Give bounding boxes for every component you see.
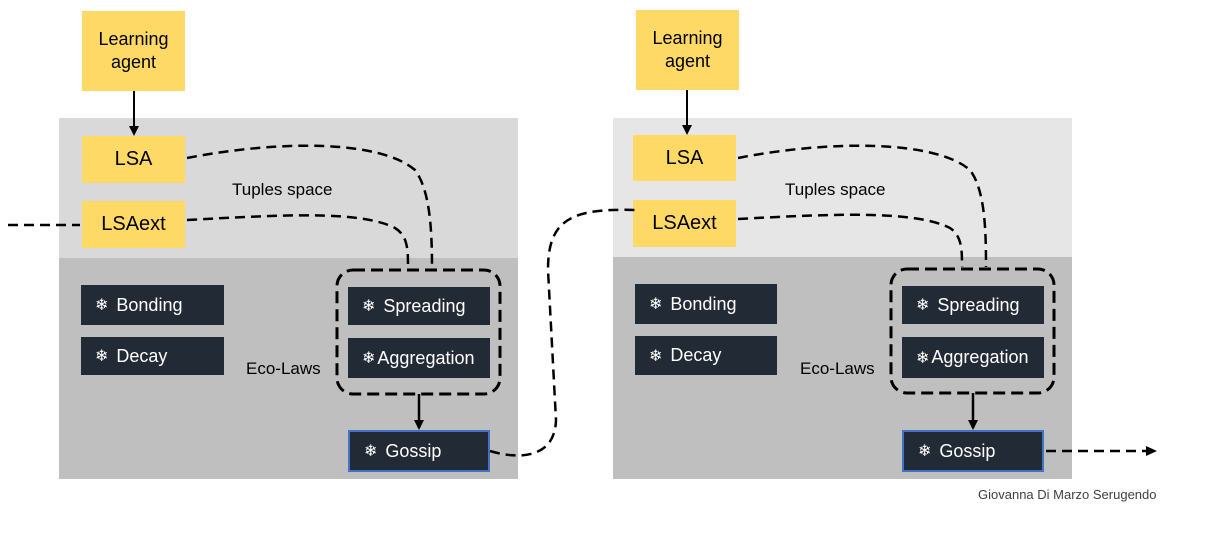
snowflake-icon: ❄ (95, 348, 109, 365)
snowflake-icon: ❄ (95, 297, 109, 314)
learning-agent-box-left: Learning agent (82, 11, 185, 91)
bonding-law-right: ❄ Bonding (635, 284, 777, 324)
aggregation-law-left: ❄ Aggregation (348, 338, 490, 378)
learning-agent-label: Learning agent (652, 28, 723, 71)
lsa-flow-left (186, 144, 434, 269)
bonding-label: Bonding (670, 293, 737, 314)
gossip-law-left: ❄ Gossip (348, 430, 490, 472)
spreading-law-right: ❄ Spreading (902, 286, 1044, 324)
lsa-label: LSA (114, 148, 153, 170)
tuples-space-label-left: Tuples space (232, 180, 333, 199)
snowflake-icon: ❄ (649, 347, 663, 365)
learning-agent-box-right: Learning agent (636, 10, 739, 90)
gossip-flow-between-nodes (489, 208, 637, 457)
snowflake-icon: ❄ (918, 443, 932, 460)
lsa-box-left: LSA (82, 136, 185, 183)
lsa-box-right: LSA (633, 135, 736, 181)
bonding-law-left: ❄ Bonding (81, 285, 224, 325)
aggregation-label: Aggregation (377, 347, 475, 368)
lsaext-box-left: LSAext (82, 201, 185, 248)
snowflake-icon: ❄ (362, 298, 376, 315)
eco-laws-group-left (335, 268, 502, 396)
eco-laws-label-left: Eco-Laws (246, 359, 321, 378)
lsaext-flow-left (186, 214, 410, 269)
outgoing-arrowhead (1146, 446, 1157, 456)
bonding-label: Bonding (116, 294, 183, 315)
aggregation-law-right: ❄ Aggregation (902, 337, 1044, 378)
lsaext-label: LSAext (101, 213, 166, 235)
lsa-flow-right (737, 144, 988, 268)
decay-label: Decay (116, 345, 168, 366)
snowflake-icon: ❄ (916, 349, 930, 367)
author-credit: Giovanna Di Marzo Serugendo (978, 487, 1157, 502)
learning-agent-label: Learning agent (98, 29, 169, 72)
lsaext-box-right: LSAext (633, 200, 736, 247)
aggregation-label: Aggregation (931, 347, 1029, 367)
decay-law-left: ❄ Decay (81, 337, 224, 375)
spreading-label: Spreading (937, 294, 1020, 315)
snowflake-icon: ❄ (364, 443, 378, 460)
spreading-law-left: ❄ Spreading (348, 287, 490, 325)
gossip-law-right: ❄ Gossip (902, 430, 1044, 472)
lsaext-flow-right (737, 213, 964, 268)
lsaext-label: LSAext (652, 212, 717, 234)
spreading-label: Spreading (383, 295, 466, 316)
tuples-space-label-right: Tuples space (785, 180, 886, 199)
snowflake-icon: ❄ (916, 297, 930, 314)
gossip-label: Gossip (385, 440, 442, 461)
decay-label: Decay (670, 345, 722, 365)
gossip-label: Gossip (939, 440, 996, 461)
lsa-label: LSA (665, 146, 704, 169)
decay-law-right: ❄ Decay (635, 336, 777, 375)
eco-laws-label-right: Eco-Laws (800, 359, 875, 378)
snowflake-icon: ❄ (649, 296, 663, 313)
snowflake-icon: ❄ (362, 350, 376, 367)
eco-laws-group-right (889, 267, 1056, 395)
